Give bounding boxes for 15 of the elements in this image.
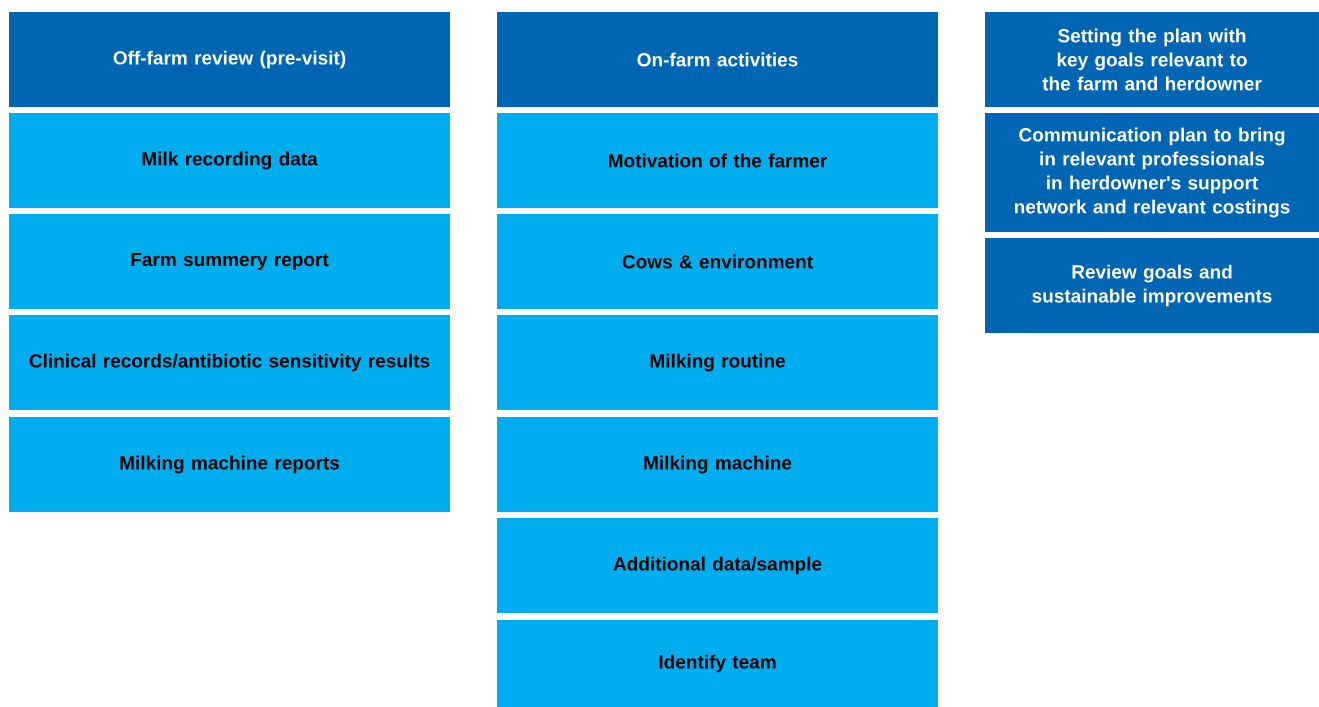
item-box: Cows & environment — [497, 214, 938, 309]
header-box: Off-farm review (pre-visit) — [9, 12, 450, 107]
item-box: Milk recording data — [9, 113, 450, 208]
item-box: Motivation of the farmer — [497, 113, 938, 208]
plan-box: Communication plan to bring in relevant professionals in herdowner's support network and relevant costings — [985, 113, 1319, 232]
plan-box: Setting the plan with key goals relevant to the farm and herdowner — [985, 12, 1319, 107]
item-box: Milking machine reports — [9, 417, 450, 512]
item-box: Milking machine — [497, 417, 938, 512]
item-box: Farm summery report — [9, 214, 450, 309]
item-box: Identify team — [497, 620, 938, 707]
item-box: Clinical records/antibiotic sensitivity results — [9, 315, 450, 410]
item-box: Milking routine — [497, 315, 938, 410]
item-box: Additional data/sample — [497, 518, 938, 613]
plan-box: Review goals and sustainable improvements — [985, 238, 1319, 333]
header-box: On-farm activities — [497, 12, 938, 107]
